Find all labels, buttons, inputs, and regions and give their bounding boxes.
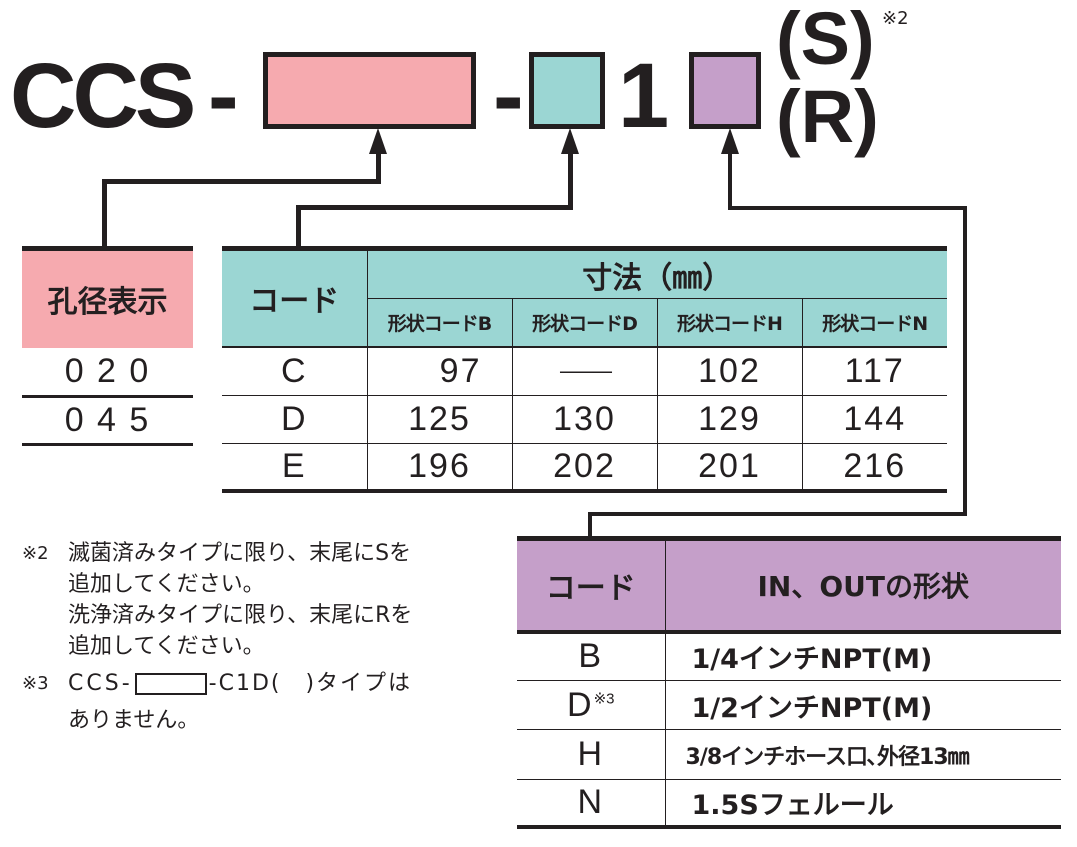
suffix-note-mark: ※2 [882,8,909,29]
row-code: H [517,729,666,780]
sub-header: 形状コードD [512,298,658,347]
row-code: D※3 [517,680,666,730]
cell: 129 [657,395,803,444]
connector [376,150,381,184]
note-text: ありません。 [68,708,200,733]
shape-cell: 1/2インチNPT(M) [691,692,933,724]
dim-header: 寸法（㎜） [367,248,947,299]
hole-row: 0 2 0 [22,347,193,398]
connector [588,512,967,516]
shape-table: コード IN、OUTの形状 B 1/4インチNPT(M) D※3 1/2インチN… [517,536,1061,829]
cell: 202 [512,443,658,491]
table-row: D※3 1/2インチNPT(M) [517,680,1061,730]
shape-cell: 3/8インチホース口､外径13㎜ [685,744,970,770]
connector [102,179,381,184]
table-row: H 3/8インチホース口､外径13㎜ [517,729,1061,780]
size-code-header: コード [222,248,368,347]
connector [102,179,107,249]
note-text: -C1D( )タイプは [208,671,413,696]
cell: 117 [844,351,905,390]
row-code: N [517,779,666,827]
size-code-box [529,52,605,129]
shape-cell: 1.5Sフェルール [691,789,894,821]
table-row: E 196 202 201 216 [222,443,947,491]
note-text: 滅菌済みタイプに限り、末尾にSを [68,541,412,566]
note-mark: ※3 [593,690,615,708]
table-row: D 125 130 129 144 [222,395,947,444]
shape-header: IN、OUTの形状 [757,570,970,604]
placeholder-box [134,673,207,695]
note-text: CCS- [68,671,133,696]
suffix-r: (R) [776,75,879,158]
note-text: 追加してください。 [68,572,265,597]
cell: 201 [657,443,803,491]
connector [568,150,573,210]
dash-1: - [208,45,239,147]
sub-header: 形状コードH [657,298,803,347]
hole-header: 孔径表示 [22,246,193,348]
row-code: C [222,346,368,396]
sub-header: 形状コードB [367,298,513,347]
row-code: D [222,395,368,444]
notes: ※2 滅菌済みタイプに限り、末尾にSを 追加してください。 洗浄済みタイプに限り、… [22,538,502,736]
suffix-s: (S) [776,0,875,80]
note-mark: ※3 [22,673,49,694]
connector [296,205,301,249]
model-digit: 1 [618,45,669,147]
cell: 144 [843,400,907,438]
dash-2: - [493,45,524,147]
table-row: N 1.5Sフェルール [517,779,1061,827]
cell: 130 [512,395,658,444]
shape-code-box [689,52,761,129]
hole-row: 0 4 5 [22,396,193,446]
cell: 125 [367,395,513,444]
row-code: B [517,631,666,681]
shape-cell: 1/4インチNPT(M) [691,644,933,676]
connector [728,206,967,210]
cell-empty: ——— [512,346,658,396]
shape-code-header: コード [517,538,666,632]
arrow-up-icon [369,128,387,154]
sub-header: 形状コードN [822,312,928,335]
hole-code-box [263,52,476,129]
note-text: 洗浄済みタイプに限り、末尾にRを [68,603,413,628]
cell: 216 [843,446,907,485]
arrow-up-icon [721,128,739,154]
connector [963,206,967,516]
size-table: コード 寸法（㎜） 形状コードB 形状コードD 形状コードH 形状コードN C … [222,246,947,493]
cell: 102 [657,346,803,396]
arrow-up-icon [561,128,579,154]
row-code: E [222,443,368,491]
hole-size-table: 孔径表示 0 2 0 0 4 5 [22,246,193,446]
model-prefix: CCS [10,45,196,147]
connector [588,512,592,540]
table-row: B 1/4インチNPT(M) [517,631,1061,681]
cell: 97 [367,346,513,396]
cell: 196 [367,443,513,491]
connector [728,150,732,210]
connector [296,205,573,210]
note-mark: ※2 [22,543,49,564]
table-row: C 97 ——— 102 117 [222,346,947,396]
note-text: 追加してください。 [68,634,265,659]
